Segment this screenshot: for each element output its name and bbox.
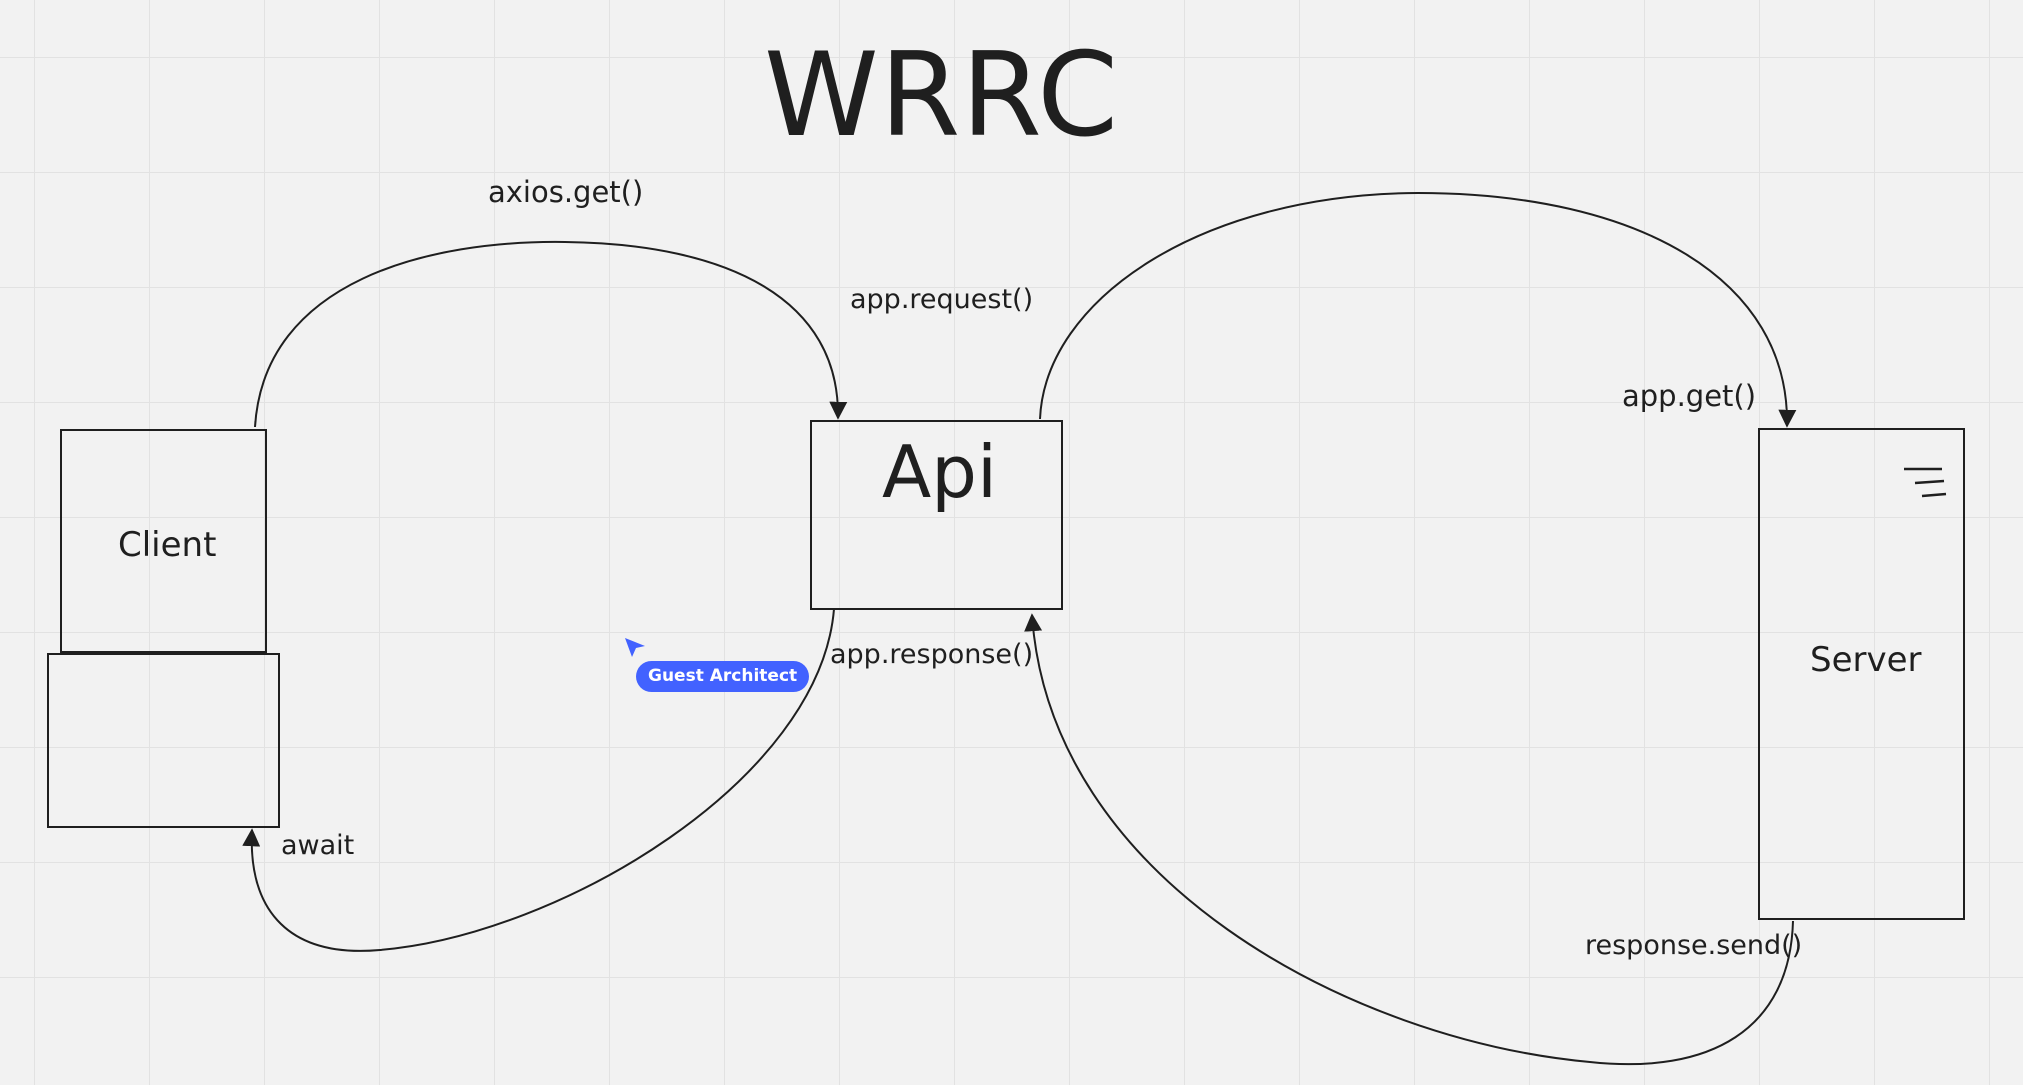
client-box[interactable] [60,429,267,653]
connector-api-to-client[interactable] [242,608,835,952]
pointer-cursor-icon [625,638,645,657]
connector-api-to-server[interactable] [1039,191,1797,428]
menu-lines-icon[interactable] [1902,466,1950,502]
server-label: Server [1810,640,1922,680]
client-label: Client [118,525,217,565]
connector-server-to-api[interactable] [1024,613,1794,1066]
edge-label-app-get[interactable]: app.get() [1622,379,1757,413]
collaborator-badge: Guest Architect [636,661,810,692]
edge-label-await[interactable]: await [281,830,355,861]
diagram-title[interactable]: WRRC [764,28,1120,163]
edge-label-app-response[interactable]: app.response() [830,639,1034,670]
server-box[interactable] [1758,428,1965,920]
edge-label-axios-get[interactable]: axios.get() [488,175,644,209]
api-label: Api [882,430,997,514]
api-box[interactable] [810,420,1063,610]
connector-client-to-api[interactable] [254,240,848,428]
edge-label-app-request[interactable]: app.request() [850,284,1034,315]
edge-label-response-send[interactable]: response.send() [1585,930,1803,961]
client-response-box[interactable] [47,653,280,828]
